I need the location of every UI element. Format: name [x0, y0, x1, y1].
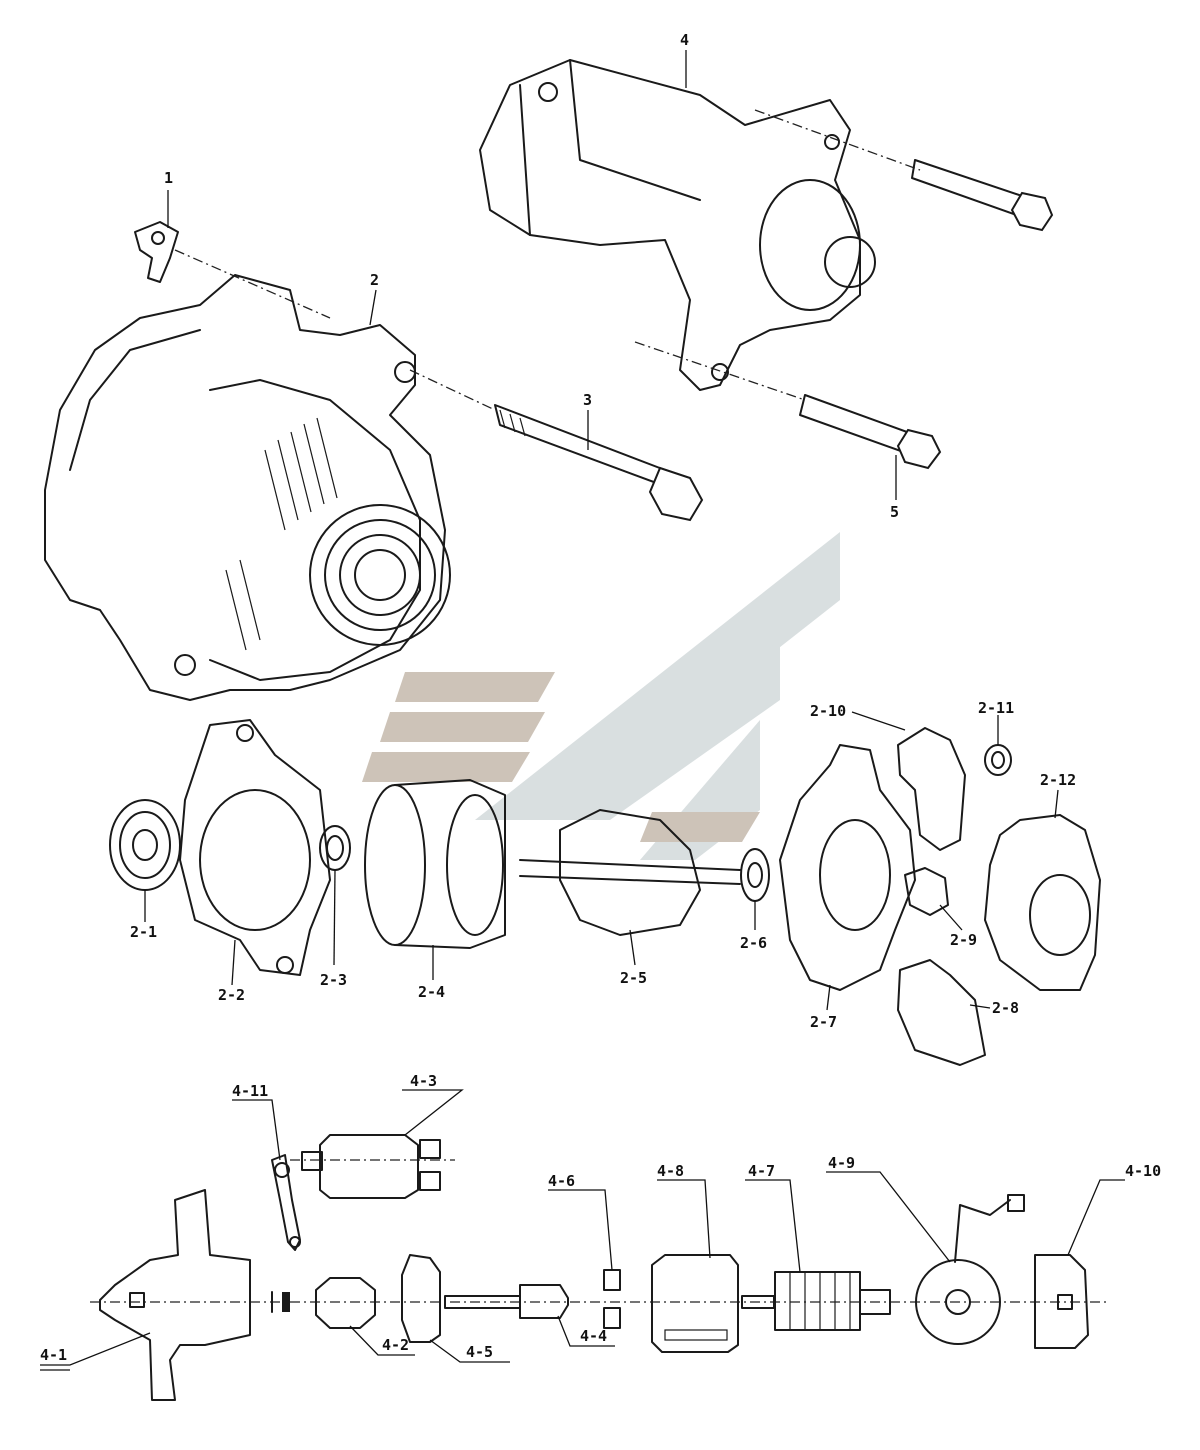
label-2-3: 2-3 [320, 971, 347, 989]
armature-part-4-7[interactable] [741, 1271, 891, 1331]
drive-clutch-part-4-2[interactable] [315, 1277, 376, 1329]
brush-holder-part-2-9[interactable] [904, 867, 949, 916]
brush-plate-part-4-9[interactable] [915, 1194, 1025, 1345]
rear-housing-part-2-7[interactable] [779, 744, 916, 991]
callout-labels: 1 2 3 4 5 2-1 2-2 2-3 2-4 2-5 2-6 2-7 2-… [40, 31, 1161, 1364]
bolt-part-5-upper[interactable] [911, 159, 1054, 232]
label-2-12: 2-12 [1040, 771, 1076, 789]
front-housing-part-2-2[interactable] [179, 719, 331, 976]
bracket-part-1[interactable] [134, 221, 179, 283]
label-4-7: 4-7 [748, 1162, 775, 1180]
solenoid-part-4-3[interactable] [301, 1134, 441, 1199]
alternator-part-2[interactable] [44, 274, 451, 701]
rear-cover-part-2-12[interactable] [984, 814, 1101, 991]
stator-part-2-4[interactable] [364, 779, 506, 949]
bracket-part-4-5[interactable] [401, 1254, 441, 1343]
label-4-5: 4-5 [466, 1343, 493, 1361]
label-5: 5 [890, 503, 899, 521]
drive-housing-part-4-1[interactable] [99, 1189, 251, 1401]
gear-part-4-6[interactable] [603, 1269, 621, 1329]
rectifier-part-2-10[interactable] [897, 727, 966, 851]
rotor-part-2-5[interactable] [519, 809, 741, 936]
label-4-10: 4-10 [1125, 1162, 1161, 1180]
pulley-part-2-1[interactable] [109, 799, 181, 891]
yoke-part-4-8[interactable] [651, 1254, 739, 1353]
label-2-7: 2-7 [810, 1013, 837, 1031]
label-3: 3 [583, 391, 592, 409]
leader-lines [40, 50, 1125, 1371]
label-4-8: 4-8 [657, 1162, 684, 1180]
bolt-part-3[interactable] [494, 404, 704, 522]
label-2-4: 2-4 [418, 983, 445, 1001]
bearing-part-2-3[interactable] [319, 825, 351, 871]
label-4: 4 [680, 31, 689, 49]
label-4-11: 4-11 [232, 1082, 268, 1100]
label-2-1: 2-1 [130, 923, 157, 941]
starter-part-4[interactable] [479, 59, 876, 391]
label-2-11: 2-11 [978, 699, 1014, 717]
label-2-9: 2-9 [950, 931, 977, 949]
label-4-3: 4-3 [410, 1072, 437, 1090]
label-2-2: 2-2 [218, 986, 245, 1004]
label-2-5: 2-5 [620, 969, 647, 987]
lever-part-4-11[interactable] [271, 1154, 301, 1251]
alignment-lines [90, 109, 1110, 1303]
label-2-6: 2-6 [740, 934, 767, 952]
label-4-4: 4-4 [580, 1327, 607, 1345]
label-4-1: 4-1 [40, 1346, 67, 1364]
label-4-6: 4-6 [548, 1172, 575, 1190]
label-1: 1 [164, 169, 173, 187]
label-2: 2 [370, 271, 379, 289]
label-2-8: 2-8 [992, 999, 1019, 1017]
bearing-part-2-6[interactable] [740, 848, 770, 902]
label-4-2: 4-2 [382, 1336, 409, 1354]
label-4-9: 4-9 [828, 1154, 855, 1172]
label-2-10: 2-10 [810, 702, 846, 720]
regulator-part-2-8[interactable] [897, 959, 986, 1066]
watermark-logo [362, 532, 840, 860]
washer-part-4-11-ring[interactable] [271, 1291, 290, 1313]
shaft-part-4-4[interactable] [444, 1284, 569, 1319]
bolt-part-5-lower[interactable] [799, 394, 942, 470]
end-cover-part-4-10[interactable] [1034, 1254, 1089, 1349]
terminal-part-2-11[interactable] [984, 744, 1012, 776]
